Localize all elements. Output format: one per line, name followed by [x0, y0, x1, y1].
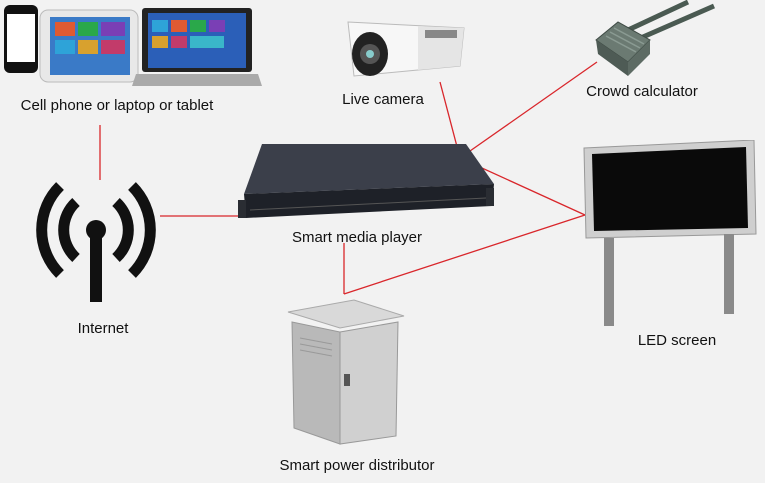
led-screen-label: LED screen [637, 332, 717, 349]
camera-icon [347, 21, 465, 77]
crowd-calculator-icon [595, 0, 715, 76]
devices-icon [4, 5, 262, 86]
led-screen-icon [583, 140, 757, 326]
power-distributor-label: Smart power distributor [279, 457, 435, 474]
media-player-label: Smart media player [291, 229, 423, 246]
power-cabinet-icon [287, 299, 405, 445]
edge-crowd-player [459, 61, 598, 159]
camera-label: Live camera [342, 91, 424, 108]
devices-label: Cell phone or laptop or tablet [20, 97, 214, 114]
internet-label: Internet [77, 320, 129, 337]
media-player-icon [238, 144, 494, 218]
crowd-calculator-label: Crowd calculator [586, 83, 698, 100]
edge-power-led [343, 214, 586, 295]
antenna-icon [36, 182, 156, 302]
